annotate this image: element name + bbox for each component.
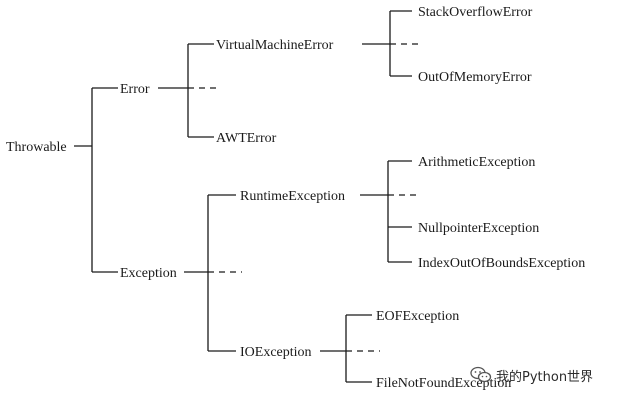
wechat-icon (470, 366, 492, 384)
node-stack-overflow-error: StackOverflowError (418, 5, 533, 20)
node-nullpointer-exception: NullpointerException (418, 221, 539, 236)
watermark-text: 我的Python世界 (496, 369, 594, 385)
node-out-of-memory-error: OutOfMemoryError (418, 70, 532, 85)
node-exception: Exception (120, 266, 177, 281)
node-error: Error (120, 82, 150, 97)
node-eof-exception: EOFException (376, 309, 459, 324)
node-virtual-machine-error: VirtualMachineError (216, 38, 334, 53)
watermark: 我的Python世界 (470, 363, 593, 387)
node-throwable: Throwable (6, 140, 67, 155)
node-arithmetic-exception: ArithmeticException (418, 155, 535, 170)
node-index-out-of-bounds-exception: IndexOutOfBoundsException (418, 256, 585, 271)
node-awt-error: AWTError (216, 131, 277, 146)
node-io-exception: IOException (240, 345, 312, 360)
node-runtime-exception: RuntimeException (240, 189, 345, 204)
node-file-not-found-exception: FileNotFoundException (376, 376, 511, 391)
